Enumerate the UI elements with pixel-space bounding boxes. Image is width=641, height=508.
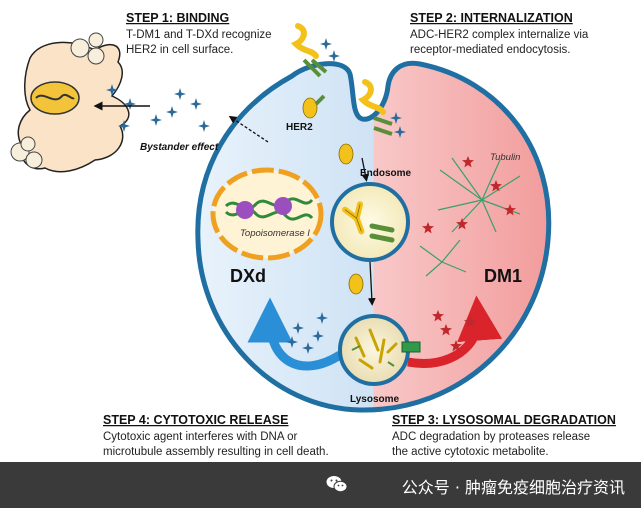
microtubule-network (419, 157, 521, 277)
step2-text: STEP 2: INTERNALIZATION ADC-HER2 complex… (410, 11, 589, 56)
step3-line1: ADC degradation by proteases release (392, 431, 590, 443)
step1-line2: HER2 in cell surface. (126, 44, 233, 56)
footer-bar: 公众号 · 肿瘤免疫细胞治疗资讯 (0, 462, 641, 508)
tubulin-label: Tubulin (490, 152, 520, 163)
red-release-arrow (407, 295, 503, 368)
step4-line2: microtubule assembly resulting in cell d… (103, 446, 329, 458)
step2-line1: ADC-HER2 complex internalize via (410, 29, 589, 41)
bystander-cell (10, 32, 130, 173)
step2-line2: receptor-mediated endocytosis. (410, 44, 570, 56)
her2-label: HER2 (286, 122, 313, 133)
step3-line2: the active cytotoxic metabolite. (392, 446, 549, 458)
step1-title: STEP 1: BINDING (126, 11, 229, 25)
internalizing-adc (338, 79, 406, 295)
step4-title: STEP 4: CYTOTOXIC RELEASE (103, 413, 288, 427)
step3-text: STEP 3: LYSOSOMAL DEGRADATION ADC degrad… (392, 413, 616, 458)
blue-release-arrow (247, 297, 343, 371)
step4-text: STEP 4: CYTOTOXIC RELEASE Cytotoxic agen… (103, 413, 329, 458)
lysosome-label: Lysosome (350, 394, 400, 405)
nucleus: Topoisomerase I (210, 167, 324, 261)
diagram-canvas: Topoisomerase I (10, 11, 616, 458)
wechat-icon (326, 476, 348, 493)
step3-title: STEP 3: LYSOSOMAL DEGRADATION (392, 413, 616, 427)
step2-title: STEP 2: INTERNALIZATION (410, 11, 573, 25)
footer-source-text: 公众号 · 肿瘤免疫细胞治疗资讯 (401, 478, 625, 497)
lysosome (338, 314, 421, 386)
endosome-label: Endosome (360, 168, 412, 179)
step1-line1: T-DM1 and T-DXd recognize (126, 29, 272, 41)
endosome (330, 182, 410, 262)
surface-adc (290, 23, 340, 119)
dm1-label: DM1 (484, 266, 522, 286)
step4-line1: Cytotoxic agent interferes with DNA or (103, 431, 297, 443)
dxd-label: DXd (230, 266, 266, 286)
topoisomerase-label: Topoisomerase I (240, 228, 310, 239)
step1-text: STEP 1: BINDING T-DM1 and T-DXd recogniz… (126, 11, 272, 56)
bystander-effect-label: Bystander effect (140, 142, 219, 153)
